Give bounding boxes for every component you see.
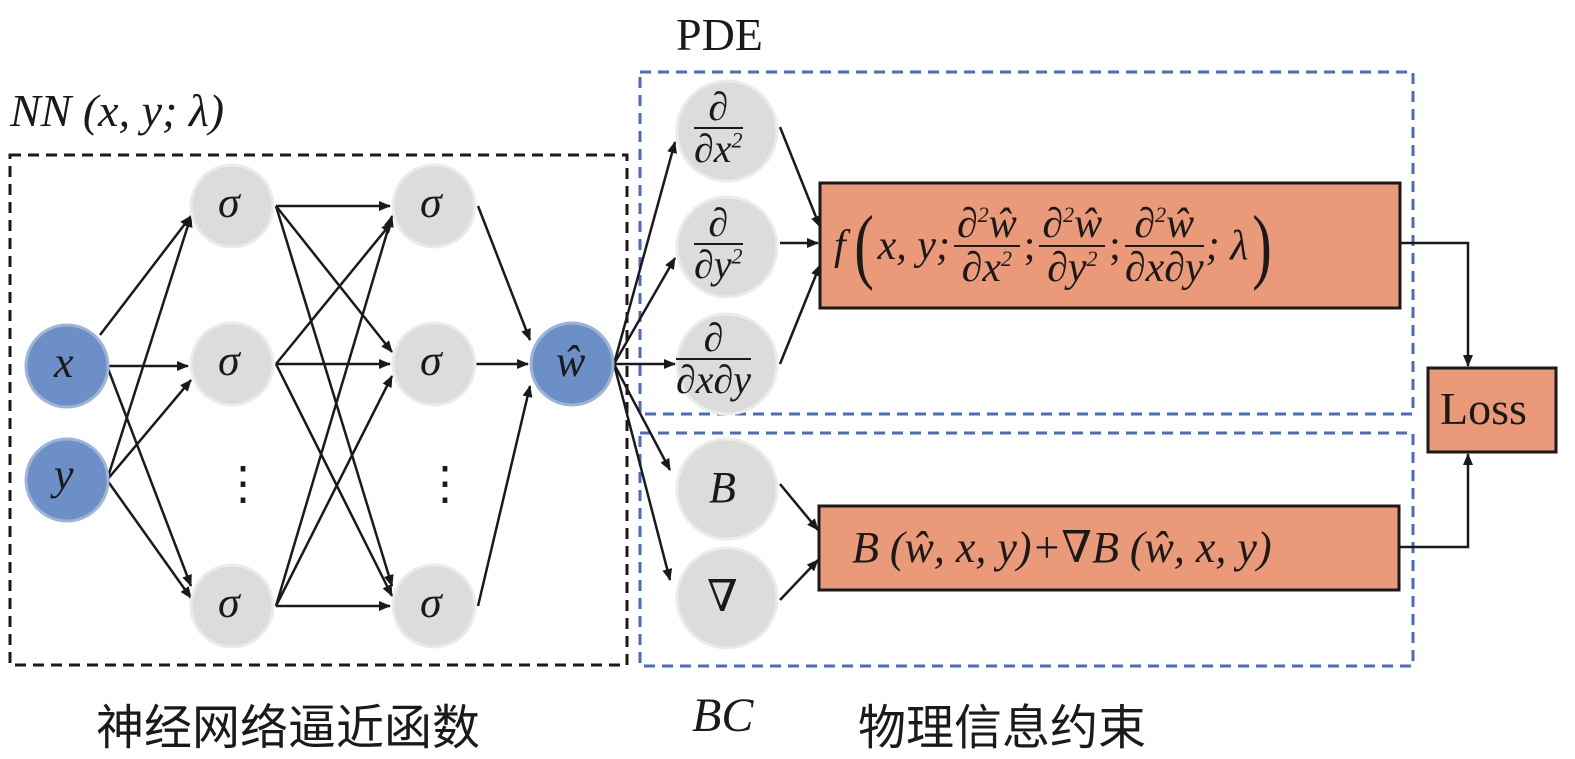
pde-label: PDE [676, 9, 763, 60]
input-label-x: x [54, 338, 74, 387]
op-label-dyy: ∂∂y2 [694, 200, 743, 287]
loss-box [1426, 366, 1558, 454]
hidden1-node-2 [189, 321, 275, 407]
nn-label: NN (x, y; λ) [10, 85, 225, 136]
bc-formula: B (ŵ, x, y)+∇B (ŵ, x, y) [852, 523, 1272, 572]
bc-node-b [675, 437, 779, 541]
hidden2-ellipsis: ⋮ [422, 458, 468, 509]
bc-residual-box [817, 504, 1401, 592]
op-node-dyy [675, 195, 779, 299]
hidden2-label-2: σ [420, 336, 442, 385]
hidden2-label-n: σ [420, 578, 442, 627]
input-label-y: y [54, 450, 74, 499]
bc-node-grad [675, 546, 779, 650]
bc-op-label-grad: ∇ [707, 572, 738, 621]
op-label-dxy: ∂∂x∂y [676, 315, 752, 402]
hidden1-label-2: σ [218, 336, 240, 385]
hidden1-node-n [189, 563, 275, 649]
hidden2-node-2 [391, 321, 477, 407]
input-node-x [24, 323, 110, 409]
bc-op-label-b: B [709, 463, 736, 512]
op-label-dxx: ∂∂x2 [694, 84, 743, 171]
hidden1-ellipsis: ⋮ [220, 458, 266, 509]
output-label: ŵ [556, 337, 586, 386]
hidden1-node-1 [189, 163, 275, 249]
loss-label: Loss [1440, 383, 1527, 434]
physics-caption: 物理信息约束 [858, 700, 1147, 756]
nn-caption: 神经网络逼近函数 [96, 700, 481, 756]
pde-residual-box [818, 181, 1402, 310]
bc-frame [638, 431, 1415, 668]
hidden1-label-n: σ [218, 578, 240, 627]
bc-label: BC [692, 689, 754, 742]
hidden2-node-1 [391, 163, 477, 249]
hidden2-node-n [391, 563, 477, 649]
op-node-dxx [675, 79, 779, 183]
nn-frame [8, 153, 629, 667]
hidden1-label-1: σ [218, 178, 240, 227]
pde-formula: f ( x, y; ∂2ŵ ∂x2 ; ∂2ŵ ∂y2 ; ∂2ŵ ∂x∂y ;… [834, 199, 1273, 292]
op-node-dxy [675, 312, 779, 416]
hidden2-label-1: σ [420, 178, 442, 227]
output-node [529, 321, 615, 407]
input-node-y [24, 437, 110, 523]
